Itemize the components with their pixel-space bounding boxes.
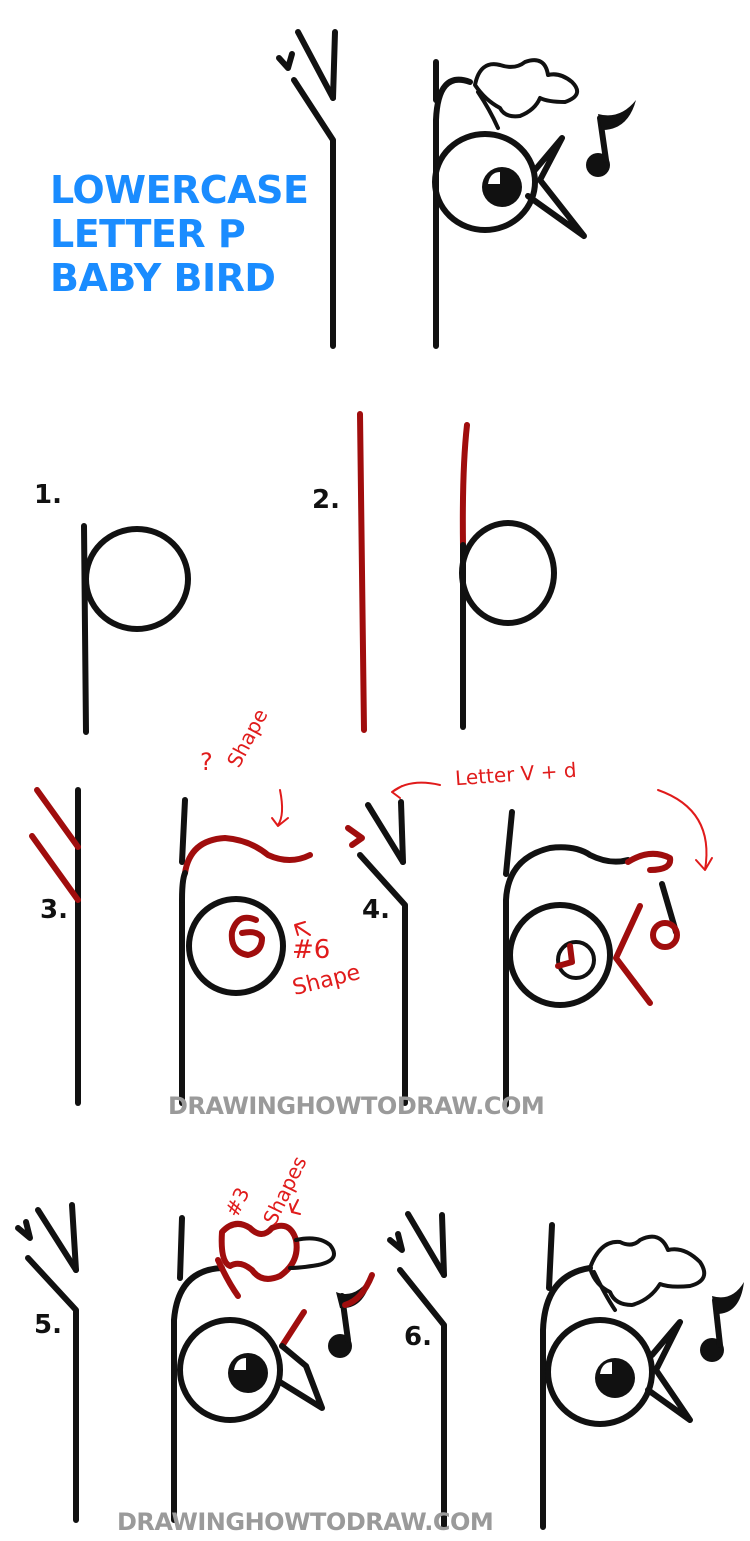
step6-tree-icon bbox=[387, 1211, 447, 1530]
title-line-3: BABY BIRD bbox=[50, 256, 276, 300]
hero-tree-icon bbox=[276, 29, 338, 349]
step5-bird-icon bbox=[171, 1215, 375, 1523]
step6-bird-icon bbox=[540, 1222, 744, 1530]
step3-annotations bbox=[271, 789, 311, 936]
step2-trunk-line-icon bbox=[357, 411, 367, 733]
step4-tree-icon bbox=[345, 799, 408, 1106]
step-4-label: 4. bbox=[362, 895, 390, 925]
step3-question-mark-note: ? bbox=[200, 748, 213, 776]
step3-tree-icon bbox=[29, 787, 81, 1106]
title-line-1: LOWERCASE bbox=[50, 168, 309, 212]
step3-six-note: #6 bbox=[292, 935, 331, 965]
step2-letter-b-icon bbox=[459, 422, 557, 730]
watermark-middle: DRAWINGHOWTODRAW.COM bbox=[168, 1092, 545, 1120]
step-5-label: 5. bbox=[34, 1310, 62, 1340]
step4-annotations bbox=[391, 781, 713, 871]
hero-bird-icon bbox=[432, 58, 636, 349]
title-line-2: LETTER P bbox=[50, 212, 246, 256]
step-1-label: 1. bbox=[34, 480, 62, 510]
step-2-label: 2. bbox=[312, 485, 340, 515]
step5-tree-icon bbox=[15, 1202, 79, 1523]
step4-bird-icon bbox=[503, 809, 680, 1108]
step-3-label: 3. bbox=[40, 895, 68, 925]
tutorial-title: LOWERCASE LETTER P BABY BIRD bbox=[50, 168, 309, 300]
step5-annotations bbox=[289, 1199, 301, 1215]
step-6-label: 6. bbox=[404, 1322, 432, 1352]
watermark-bottom: DRAWINGHOWTODRAW.COM bbox=[117, 1508, 494, 1536]
step3-bird-icon bbox=[179, 797, 313, 1106]
step1-letter-p-icon bbox=[81, 523, 191, 735]
